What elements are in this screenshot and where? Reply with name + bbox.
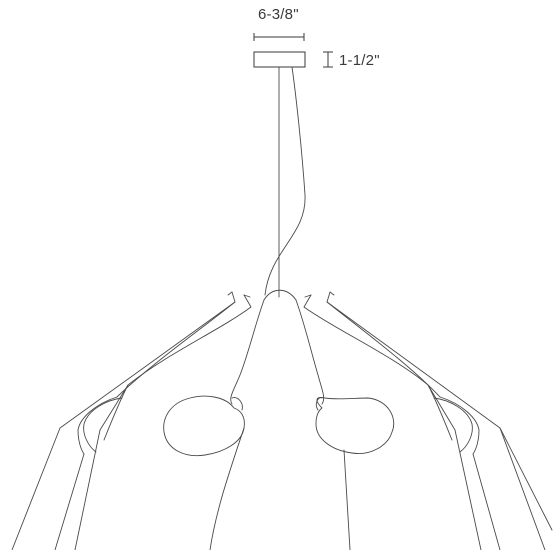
shade-petal-center-left [230,299,265,405]
shade-cutout-left [163,395,245,457]
shade-top-cap [263,289,297,301]
canopy [253,51,306,68]
shade-cutout-far-right [433,397,473,453]
shade-petal-right [303,294,482,550]
shade-petal-far-right [326,291,546,550]
shade-petal-center-right [295,299,325,405]
canopy-width-label: 6-3/8" [258,6,299,23]
shade-petal-left [74,294,252,550]
shade-petal-far-left [11,291,236,550]
canopy-width-dimension-line [253,33,305,41]
canopy-height-label: 1-1/2" [339,52,380,69]
power-cord [264,66,306,296]
shade-cutout-far-left [83,397,123,453]
shade-cutout-right [315,397,395,454]
canopy-height-dimension-line [323,51,333,68]
